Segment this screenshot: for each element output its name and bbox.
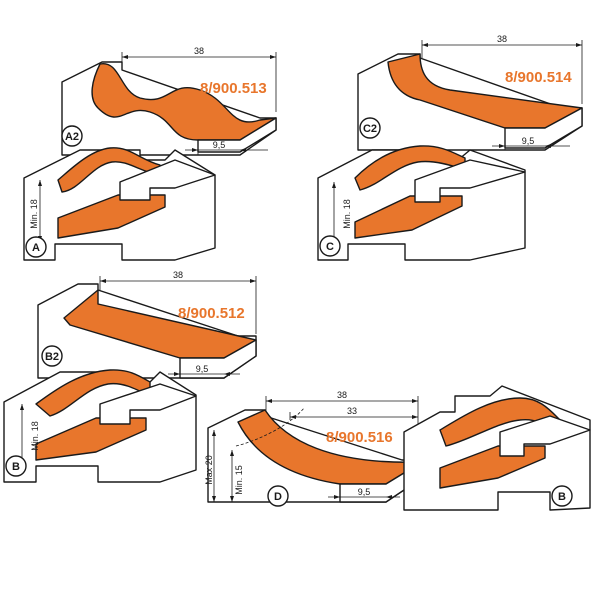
dimension-9-5-panel-1: 9,5 [185,140,268,155]
badge-b-side [551,485,573,507]
panel-2: 38 9,5 8/900.514 C2 Min. 18 C [317,34,583,261]
product-code: 8/900.513 [200,80,267,97]
badge-a [25,236,47,258]
profile-a2-workpiece [61,61,277,156]
profile-b2-workpiece [37,283,257,379]
profile-c-groove [354,195,463,239]
dim-offset-label: 9,5 [196,364,209,374]
profile-c2-workpiece [357,53,583,151]
badge-b2 [41,345,63,367]
badge-b-label: B [12,461,20,473]
product-code: 8/900.516 [326,429,393,446]
dimension-min-18-panel-2: Min. 18 [332,182,352,244]
badge-c [319,235,341,257]
badge-c-label: C [326,241,334,253]
badge-b2-label: B2 [45,351,59,363]
badge-c2 [359,117,381,139]
panel-1: 38 9,5 8/900.513 A2 Min. 18 A [23,46,277,261]
profile-c-joint [317,145,526,261]
product-code: 8/900.514 [505,69,572,86]
dimension-min-15: Min. 15 [230,450,244,502]
profile-a2-cut-surface [91,63,277,141]
profile-a-groove [57,194,166,239]
dim-min-label: Min. 18 [29,199,39,229]
badge-a2-label: A2 [65,131,79,143]
dim-min-label: Min. 18 [342,199,352,229]
badge-a-label: A [32,242,40,254]
dim-min-label: Min. 18 [30,421,40,451]
panel-3: 38 9,5 8/900.512 B2 Min. 18 B [3,270,257,483]
dimension-max-20: Max 20 [204,430,216,502]
dimension-38-panel-2: 38 [421,34,583,104]
dimension-33-panel-4: 33 [289,406,418,420]
dim-max-label: Max 20 [204,455,214,485]
badge-a2 [61,125,83,147]
badge-b [5,455,27,477]
dimension-9-5-panel-2: 9,5 [492,128,570,150]
profile-b-groove [35,417,147,461]
dim-offset-label: 9,5 [522,136,535,146]
dimension-min-18-panel-3: Min. 18 [20,404,40,466]
dimension-9-5-panel-4: 9,5 [328,484,400,502]
profile-a-joint [23,147,216,261]
badge-c2-label: C2 [363,123,377,135]
dim-width-label: 38 [194,46,204,56]
dimension-min-18-panel-1: Min. 18 [29,180,42,242]
product-code: 8/900.512 [178,305,245,322]
dim-width-label: 38 [173,270,183,280]
dim-offset-label: 9,5 [213,140,226,150]
profile-b-joint [3,369,197,483]
dimension-38-panel-3: 38 [99,270,257,334]
dimension-38-panel-1: 38 [121,46,277,112]
badge-b-side-label: B [558,491,566,503]
dim-offset-label: 9,5 [358,487,371,497]
dim-width-label: 38 [497,34,507,44]
badge-d [267,485,289,507]
dimension-9-5-panel-3: 9,5 [168,358,240,378]
profile-b-side-joint [403,385,591,511]
profile-d-workpiece [207,407,423,503]
dim-min-label: Min. 15 [234,465,244,495]
badge-d-label: D [274,491,282,503]
panel-4: 38 33 9,5 Max 20 Min. 15 8/900.516 D [204,385,591,511]
dim-width-label: 38 [337,390,347,400]
dim-inner-label: 33 [347,406,357,416]
